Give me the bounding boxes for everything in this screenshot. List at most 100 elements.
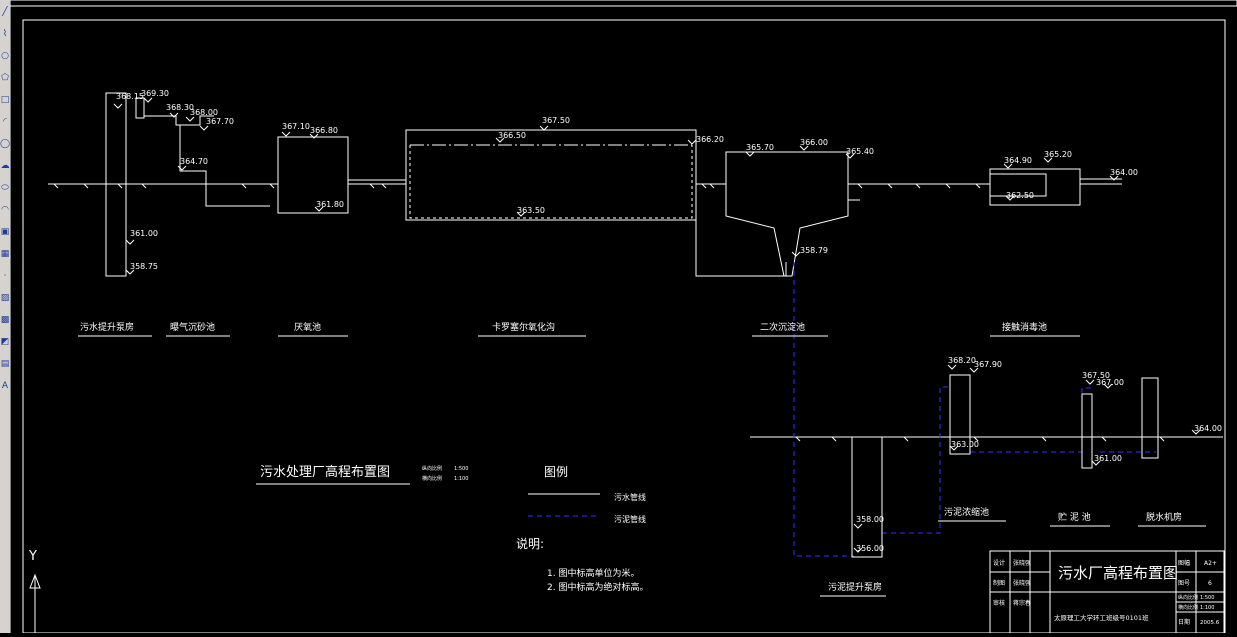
elev-label: 366.00 (800, 138, 828, 147)
tb-school: 太原理工大学环工班级号0101班 (1054, 613, 1149, 622)
caption-title: 污水处理厂高程布置图 (260, 464, 390, 480)
elev-label: 363.00 (951, 440, 979, 449)
tb-main-title: 污水厂高程布置图 (1058, 564, 1178, 582)
elev-label: 364.90 (1004, 156, 1032, 165)
tb-size-value: A2+ (1204, 560, 1217, 567)
notes-title: 说明: (516, 536, 544, 551)
elev-label: 361.00 (1094, 454, 1122, 463)
dewatering-room (1141, 377, 1159, 459)
unit-label-carrousel: 卡罗塞尔氧化沟 (492, 321, 555, 333)
polygon-tool-icon[interactable]: ⬠ (1, 73, 9, 83)
legend-sewage-label: 污水管线 (614, 492, 646, 502)
make-block-icon[interactable]: ▦ (0, 249, 10, 259)
elevation-markers (113, 97, 1201, 553)
elev-label: 368.30 (166, 103, 194, 112)
elev-label: 365.40 (846, 147, 874, 156)
title-block-cells: 设计 张晓强 制图 张晓强 审核 蒋宗春 太原理工大学环工班级号0101班 图幅… (993, 559, 1220, 626)
elev-label: 365.70 (746, 143, 774, 152)
unit-label-sludge-store: 贮 泥 池 (1058, 511, 1091, 523)
sludge-storage (1081, 393, 1093, 469)
cloud-tool-icon[interactable]: ☁ (0, 161, 10, 171)
ditch-to-clarifier-pipe (695, 145, 787, 277)
tb-size-label: 图幅 (1178, 559, 1190, 567)
text-tool-icon[interactable]: A (1, 381, 9, 391)
tb-h-label: 横向比例 (1178, 604, 1198, 611)
circle-alt-tool-icon[interactable]: ◯ (0, 139, 10, 149)
caption-scale1-value: 1:500 (454, 466, 468, 472)
elev-label: 364.00 (1194, 424, 1222, 433)
elev-label: 364.70 (180, 157, 208, 166)
elev-label: 368.15 (116, 92, 144, 101)
secondary-clarifier (725, 151, 849, 277)
ucs-y-label: Y (28, 549, 37, 564)
lift-pump-tank (105, 92, 270, 277)
tb-date-label: 日期 (1178, 618, 1190, 626)
elev-label: 367.10 (282, 122, 310, 131)
tb-role-3: 审核 (993, 599, 1005, 607)
elev-label: 364.00 (1110, 168, 1138, 177)
circle-tool-icon[interactable]: ○ (1, 51, 9, 61)
ground-line (48, 183, 1223, 438)
tb-h-value: 1:100 (1200, 605, 1214, 611)
elev-label: 367.50 (1082, 371, 1110, 380)
elev-label: 368.00 (190, 108, 218, 117)
legend-sludge-label: 污泥管线 (614, 514, 646, 524)
elev-label: 367.70 (206, 117, 234, 126)
elev-label: 366.50 (498, 131, 526, 140)
notes-line-2: 2. 图中标高为绝对标高。 (547, 581, 648, 593)
top-frame-strip (9, 0, 1237, 7)
disinfection-inner (989, 173, 1047, 197)
hatch-tool-icon[interactable]: ▨ (0, 293, 10, 303)
ellipse-arc-tool-icon[interactable]: ◠ (1, 205, 9, 215)
unit-label-lift-pump: 污水提升泵房 (80, 321, 134, 333)
elev-label: 368.20 (948, 356, 976, 365)
polyline-tool-icon[interactable]: ⌇ (2, 29, 8, 39)
ellipse-tool-icon[interactable]: ⬭ (1, 183, 9, 193)
tb-name-1: 张晓强 (1013, 559, 1031, 567)
unit-underlines (78, 335, 1206, 597)
gradient-tool-icon[interactable]: ▩ (0, 315, 10, 325)
elevation-labels: 368.15 369.30 368.30 368.00 367.70 364.7… (116, 89, 1222, 553)
elev-label: 363.50 (517, 206, 545, 215)
elev-label: 362.50 (1006, 191, 1034, 200)
arc-tool-icon[interactable]: ◜ (3, 117, 7, 127)
elev-label: 365.20 (1044, 150, 1072, 159)
tb-v-label: 纵向比例 (1178, 594, 1198, 601)
region-tool-icon[interactable]: ◩ (0, 337, 10, 347)
legend-title: 图例 (544, 465, 568, 479)
elev-label: 358.00 (856, 515, 884, 524)
sludge-thickener (949, 374, 971, 455)
caption-scale2-value: 1:100 (454, 476, 468, 482)
unit-label-grit: 曝气沉砂池 (170, 321, 215, 333)
elevation-drawing: 368.15 369.30 368.30 368.00 367.70 364.7… (9, 0, 1237, 634)
elev-label: 367.90 (974, 360, 1002, 369)
unit-label-sludge-pump: 污泥提升泵房 (828, 581, 882, 593)
unit-label-disinfection: 接触消毒池 (1002, 321, 1047, 333)
elev-label: 367.00 (1096, 378, 1124, 387)
point-tool-icon[interactable]: · (3, 271, 7, 281)
tb-name-3: 蒋宗春 (1013, 599, 1031, 607)
elev-label: 366.20 (696, 135, 724, 144)
elev-label: 361.00 (130, 229, 158, 238)
table-tool-icon[interactable]: ▤ (0, 359, 10, 369)
elev-label: 358.79 (800, 246, 828, 255)
unit-labels: 污水提升泵房 曝气沉砂池 厌氧池 卡罗塞尔氧化沟 二次沉淀池 接触消毒池 污泥浓… (80, 321, 1182, 593)
insert-block-icon[interactable]: ▣ (0, 227, 10, 237)
tb-no-value: 6 (1208, 580, 1212, 587)
tb-role-1: 设计 (993, 559, 1005, 567)
clarifier-outlet (848, 183, 860, 201)
cad-drawing-canvas[interactable]: 368.15 369.30 368.30 368.00 367.70 364.7… (9, 0, 1237, 634)
carrousel-ditch (405, 129, 697, 221)
tb-name-2: 张晓强 (1013, 579, 1031, 587)
sludge-pump-tank (851, 436, 883, 558)
elev-label: 358.75 (130, 262, 158, 271)
unit-label-secondary: 二次沉淀池 (760, 321, 805, 333)
rectangle-tool-icon[interactable]: □ (0, 95, 10, 105)
line-tool-icon[interactable]: ╱ (2, 7, 8, 17)
unit-label-anoxic: 厌氧池 (294, 321, 321, 333)
notes-line-1: 1. 图中标高单位为米。 (547, 567, 639, 579)
sludge-pipeline (793, 262, 1156, 557)
tb-v-value: 1:500 (1200, 595, 1214, 601)
tb-role-2: 制图 (993, 579, 1005, 587)
ditch-inner (409, 145, 693, 219)
